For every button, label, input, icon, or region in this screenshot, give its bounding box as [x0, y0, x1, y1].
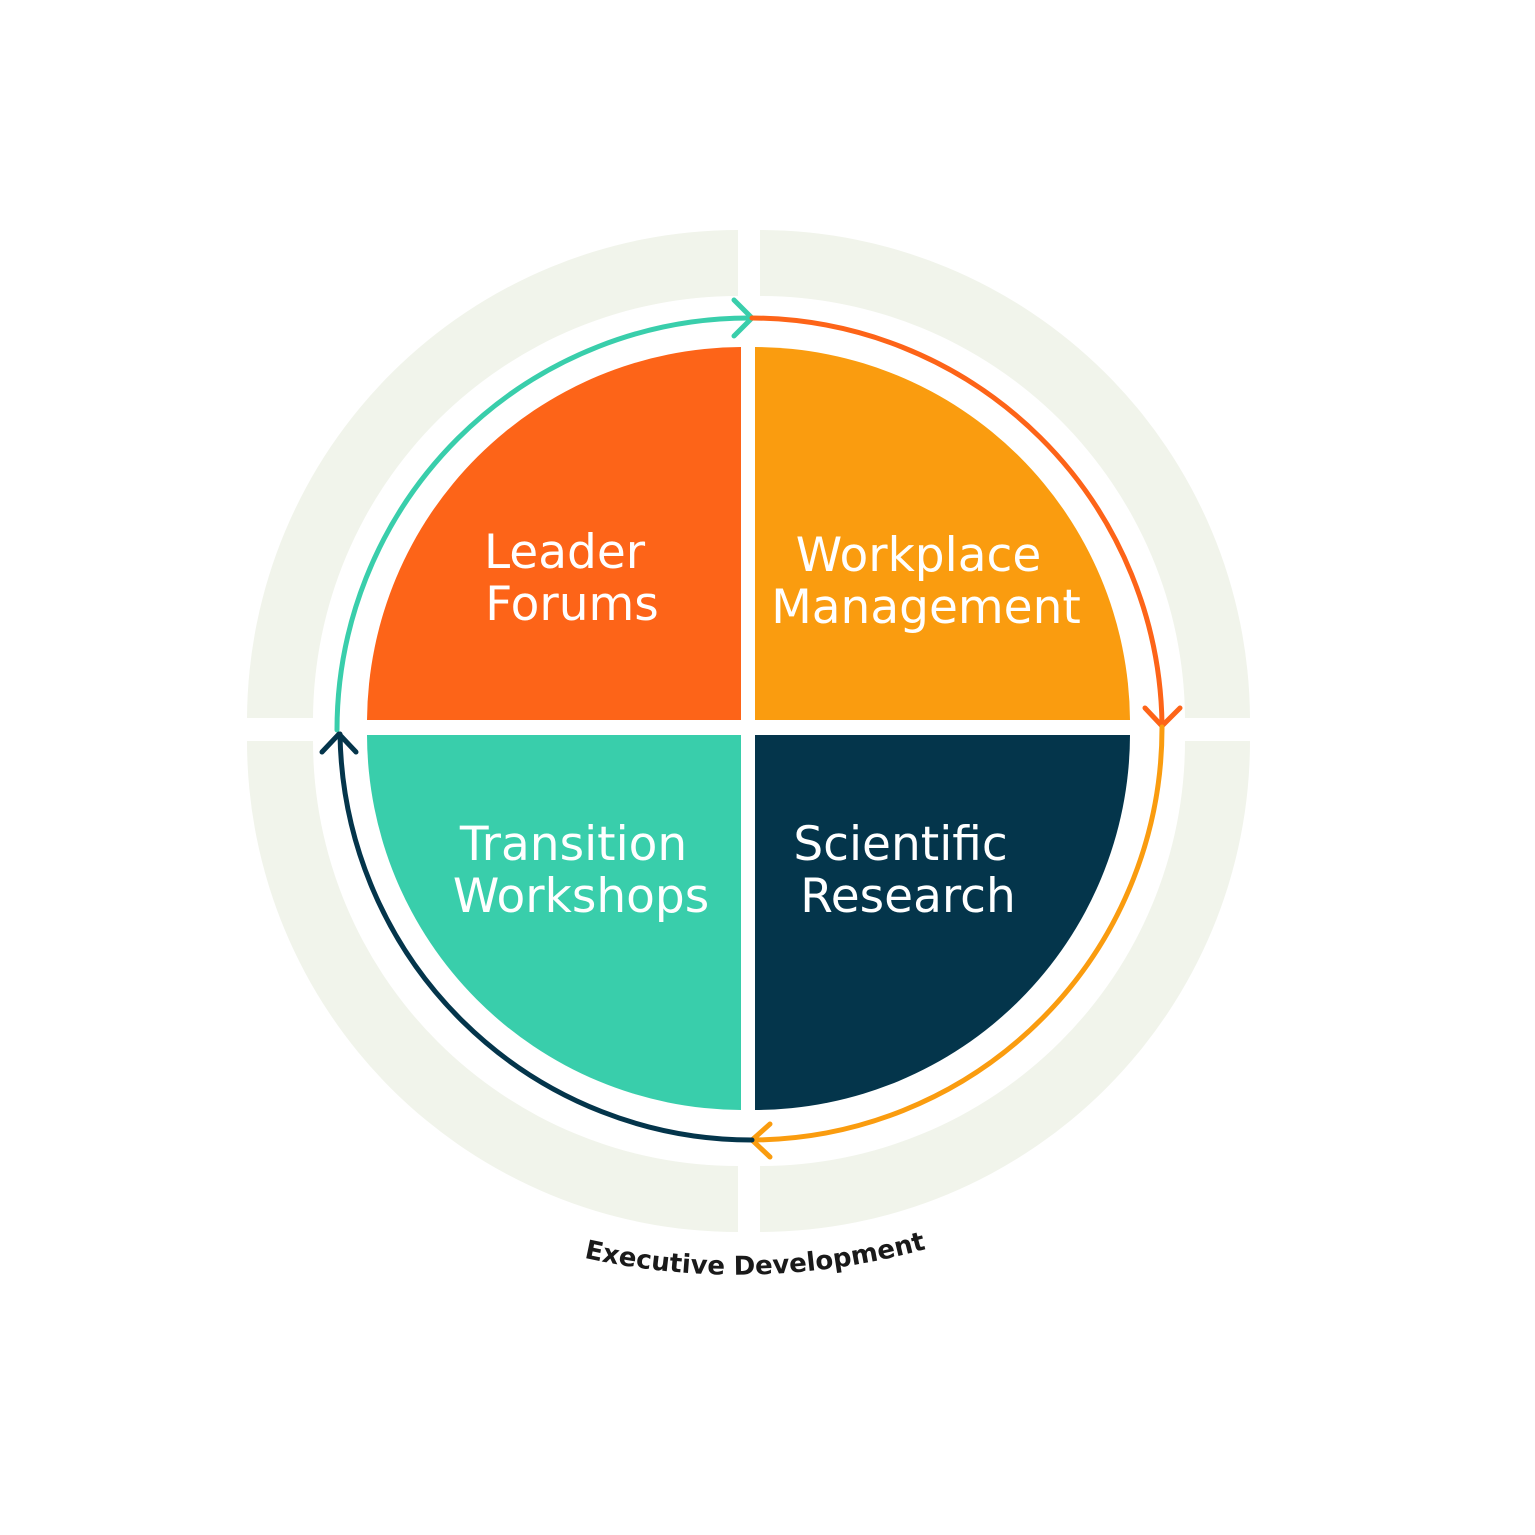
- outer-ring-segment: [247, 229, 738, 718]
- quadrant-scientific-research: [755, 735, 1130, 1110]
- quadrant-transition-workshops: [367, 735, 741, 1110]
- outer-ring-segment: [760, 741, 1251, 1232]
- label-leader-forums: Leader Forums: [484, 525, 660, 632]
- label-line: Scientific: [793, 817, 1007, 872]
- label-line: Workplace: [796, 528, 1041, 583]
- outer-ring-segment: [247, 741, 738, 1232]
- label-line: Transition: [459, 817, 687, 872]
- label-line: Workshops: [453, 869, 709, 924]
- quadrant-workplace-management: [755, 347, 1130, 720]
- quadrant-leader-forums: [367, 347, 741, 720]
- label-line: Research: [800, 869, 1016, 924]
- arrow-research-to-transition: [319, 731, 755, 1143]
- outer-ring: [247, 229, 1251, 1232]
- label-line: Forums: [485, 577, 659, 632]
- outer-ring-segment: [760, 230, 1250, 718]
- label-line: Management: [771, 580, 1081, 635]
- outer-ring-label: Executive Development: [583, 1227, 929, 1282]
- label-workplace-management: Workplace Management: [771, 528, 1081, 635]
- label-line: Leader: [484, 525, 646, 580]
- outer-ring-label-path: Executive Development: [583, 1227, 929, 1282]
- label-scientific-research: Scientific Research: [793, 817, 1022, 924]
- cycle-arrows: [319, 297, 1183, 1160]
- label-transition-workshops: Transition Workshops: [453, 817, 709, 924]
- quadrants: [367, 347, 1130, 1110]
